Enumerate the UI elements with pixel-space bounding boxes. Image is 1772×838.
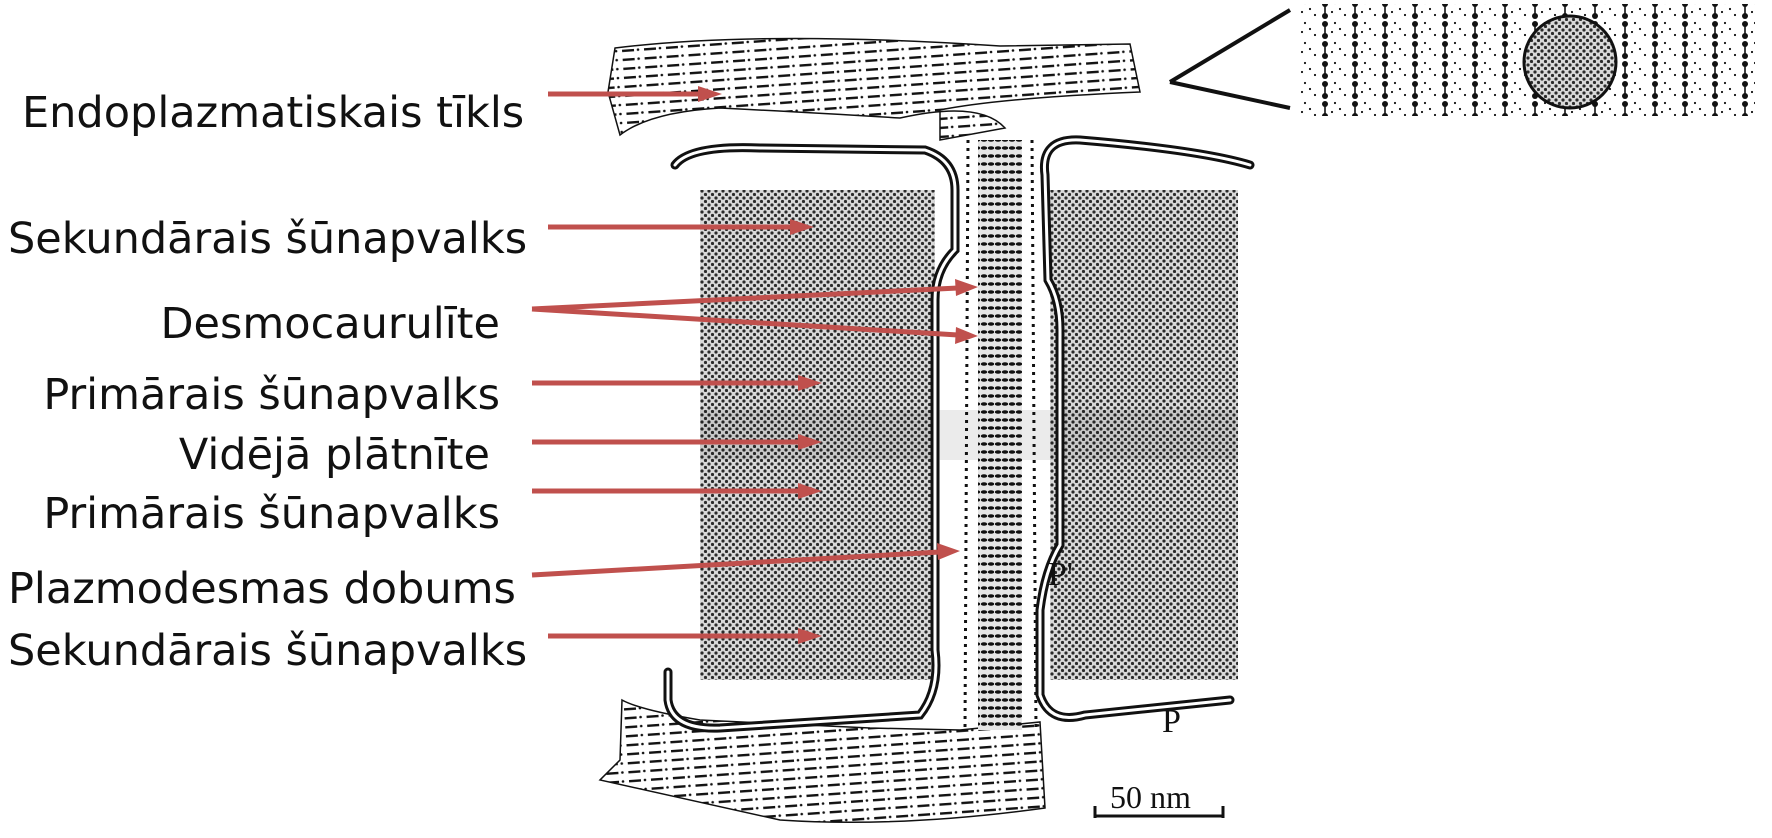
scale-bar-label: 50 nm <box>1110 779 1191 815</box>
zoom-line-bottom <box>1170 82 1290 108</box>
label-desmotubule: Desmocaurulīte <box>150 303 500 346</box>
label-primary-wall-top: Primārais šūnapvalks <box>30 374 500 417</box>
label-plasmodesma-cavity: Plazmodesmas dobums <box>8 568 516 611</box>
p-prime-label: P' <box>1048 556 1073 593</box>
label-secondary-wall-top: Sekundārais šūnapvalks <box>8 218 527 261</box>
label-endoplasmic-reticulum: Endoplazmatiskais tīkls <box>22 92 524 135</box>
zoom-line-top <box>1170 10 1290 82</box>
middle-lamella-band <box>700 410 1238 460</box>
label-primary-wall-bottom: Primārais šūnapvalks <box>30 493 500 536</box>
er-top-layer <box>608 38 1140 140</box>
scale-bar: 50 nm <box>1094 779 1224 818</box>
label-middle-lamella: Vidējā plātnīte <box>150 434 490 477</box>
p-label: P <box>1162 703 1181 740</box>
desmotubule-core <box>978 140 1022 730</box>
label-secondary-wall-bottom: Sekundārais šūnapvalks <box>8 630 527 673</box>
membrane-protein <box>1524 16 1616 108</box>
